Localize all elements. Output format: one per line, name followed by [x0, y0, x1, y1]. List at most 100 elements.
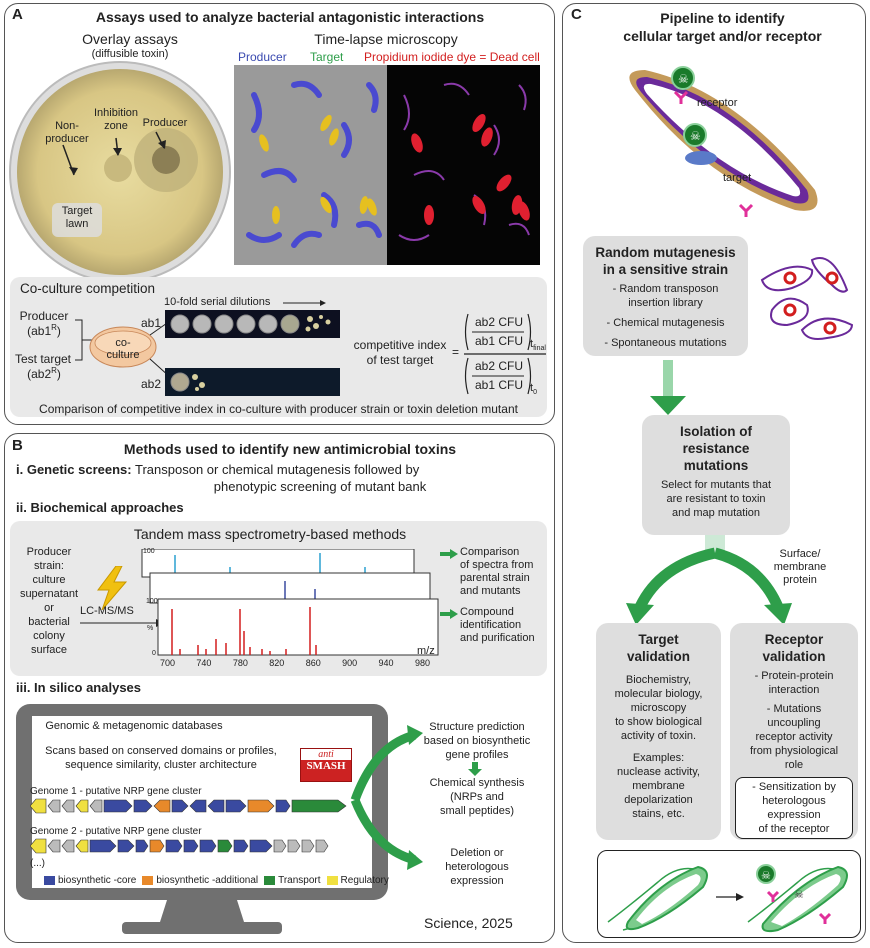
- legend-producer: Producer: [238, 50, 287, 64]
- gene-cluster-1: [30, 798, 347, 814]
- legend-label: Transport: [278, 875, 321, 886]
- gene-cluster-2: [30, 838, 329, 854]
- coculture-footer: Comparison of competitive index in co-cu…: [39, 402, 518, 416]
- overlay-subtitle: (diffusible toxin): [91, 48, 169, 60]
- ms-ylabel: %: [147, 625, 154, 632]
- monitor: [16, 704, 388, 934]
- ms-y100-front: 100: [146, 598, 158, 605]
- insilico-heading: iii. In silico analyses: [16, 680, 142, 695]
- legend-swatch: [142, 875, 154, 885]
- formula-t-final: tfinal: [530, 338, 546, 353]
- label-target-lawn: Target lawn: [61, 205, 93, 230]
- ms-spectra: [141, 549, 439, 656]
- green-down-arrow: [468, 762, 482, 776]
- insilico-arrows: [350, 725, 423, 870]
- receptor-validation-box: Receptor validation - Protein-protein in…: [730, 623, 858, 840]
- ms-title: Tandem mass spectrometry-based methods: [133, 526, 407, 542]
- legend-item: Transport: [264, 875, 321, 886]
- equals-sign: =: [452, 345, 460, 359]
- chemical-text: Chemical synthesis (NRPs and small pepti…: [429, 777, 525, 817]
- ci-formula: [464, 313, 546, 395]
- ms-xtick: 740: [196, 658, 212, 668]
- biochemical-heading: ii. Biochemical approaches: [16, 500, 184, 515]
- legend-label: biosynthetic -core: [58, 875, 137, 886]
- coculture-flask-label: co-culture: [106, 337, 140, 361]
- ab1-label: ab1: [141, 316, 162, 330]
- legend-swatch: [44, 875, 55, 885]
- mutant-cells: [760, 257, 854, 340]
- label-producer: Producer: [142, 117, 188, 129]
- test-target-label: Test target: [14, 352, 72, 366]
- coculture-diagram: [75, 300, 340, 396]
- svg-text:☠: ☠: [690, 129, 701, 143]
- legend-item: biosynthetic -additional: [142, 875, 258, 886]
- svg-text:☠: ☠: [794, 889, 804, 901]
- coculture-title: Co-culture competition: [20, 281, 156, 296]
- genome1-label: Genome 1 - putative NRP gene cluster: [30, 786, 202, 797]
- compound-text: Compound identification and purification: [460, 606, 535, 644]
- structure-text: Structure prediction based on biosynthet…: [423, 721, 531, 761]
- ms-xtick: 700: [160, 658, 176, 668]
- producer-colony: [152, 146, 180, 174]
- panel-a-title: Assays used to analyze bacterial antagon…: [95, 9, 485, 25]
- formula-num-top: ab2 CFU: [474, 315, 524, 329]
- credit: Science, 2025: [424, 915, 513, 931]
- legend-item: biosynthetic -core: [44, 875, 136, 886]
- target-validation-box: Target validation Biochemistry, molecula…: [596, 623, 721, 840]
- petri-dish: [9, 61, 231, 283]
- ms-xtick: 820: [269, 658, 285, 668]
- lcms-label: LC-MS/MS: [80, 605, 134, 617]
- sensitization-box: - Sensitization by heterologous expressi…: [735, 777, 853, 839]
- legend-label: biosynthetic -additional: [156, 875, 259, 886]
- green-arrow-comparison: [440, 549, 458, 559]
- legend-target: Target: [310, 50, 344, 64]
- ms-y100: 100: [143, 548, 155, 555]
- svg-text:☠: ☠: [678, 72, 689, 86]
- arrow-down-1: [650, 360, 686, 415]
- legend-item: Regulatory: [326, 875, 389, 886]
- bottom-cells: ☠ ☠: [607, 864, 848, 933]
- random-mutagenesis-box: Random mutagenesis in a sensitive strain…: [583, 236, 748, 356]
- label-inhibition-zone: Inhibition zone: [93, 107, 139, 132]
- formula-den-top: ab2 CFU: [474, 359, 524, 373]
- formula-t-0: t0: [530, 382, 537, 397]
- receptor-label: receptor: [697, 97, 738, 109]
- nonproducer-colony: [104, 154, 132, 182]
- formula-den-bot: ab1 CFU: [474, 378, 524, 392]
- svg-text:☠: ☠: [761, 870, 771, 882]
- test-strain-label: (ab2R): [27, 366, 61, 381]
- overlay-title: Overlay assays: [82, 31, 178, 47]
- antismash-logo: anti SMASH: [300, 748, 352, 782]
- surface-label: Surface/ membrane protein: [773, 548, 827, 586]
- ms-y0: 0: [152, 650, 156, 657]
- gene-legend: biosynthetic -core biosynthetic -addition…: [44, 875, 395, 886]
- panel-b-label: B: [12, 437, 23, 454]
- genome2-label: Genome 2 - putative NRP gene cluster: [30, 826, 202, 837]
- ms-xtick: 860: [305, 658, 321, 668]
- ms-xtick: 940: [378, 658, 394, 668]
- ms-xtick: 980: [414, 658, 430, 668]
- ab2-label: ab2: [141, 377, 162, 391]
- panel-c-title: Pipeline to identify cellular target and…: [623, 10, 822, 44]
- formula-num-bot: ab1 CFU: [474, 334, 524, 348]
- lightning-icon: [97, 566, 128, 610]
- ellipsis: (...): [30, 858, 45, 869]
- scans-text: Scans based on conserved domains or prof…: [45, 745, 277, 771]
- producer-strain-text: Producer strain: culture supernatant or …: [19, 546, 79, 656]
- panel-b-title: Methods used to identify new antimicrobi…: [123, 441, 457, 457]
- ms-xtick: 780: [232, 658, 248, 668]
- legend-dye: Propidium iodide dye = Dead cell: [364, 50, 540, 64]
- split-arrows: [626, 535, 792, 625]
- target-label: target: [723, 172, 752, 184]
- deletion-text: Deletion or heterologous expression: [445, 847, 509, 887]
- dilutions-label: 10-fold serial dilutions: [164, 296, 271, 308]
- timelapse-title: Time-lapse microscopy: [314, 31, 458, 47]
- legend-swatch: [264, 875, 276, 885]
- ms-xtick: 900: [342, 658, 358, 668]
- genetic-screens-2: phenotypic screening of mutant bank: [213, 479, 427, 494]
- label-nonproducer: Non- producer: [45, 120, 89, 145]
- panel-a-label: A: [12, 6, 23, 23]
- panel-c-label: C: [571, 6, 582, 23]
- genetic-screens: i. Genetic screens: Transposon or chemic…: [16, 462, 420, 477]
